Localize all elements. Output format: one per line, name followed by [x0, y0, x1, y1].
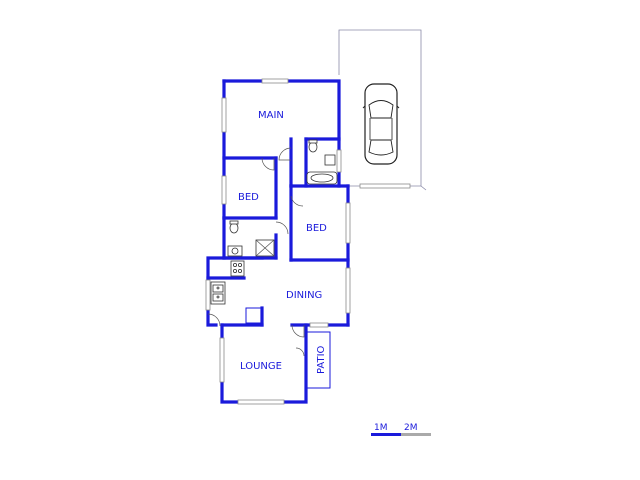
room-label-main: MAIN [258, 110, 284, 121]
windows [205, 78, 411, 405]
room-label-lounge: LOUNGE [240, 361, 282, 372]
scale-label-2m: 2M [404, 423, 418, 433]
car-icon [362, 83, 400, 165]
room-label-dining: DINING [286, 290, 322, 301]
room-label-patio: PATIO [316, 345, 327, 374]
room-label-bed-right: BED [306, 223, 327, 234]
walls [206, 79, 350, 404]
scale-label-1m: 1M [374, 423, 388, 433]
bathroom-fixtures [227, 139, 338, 257]
doors [207, 147, 305, 357]
patio-outline [306, 331, 331, 389]
kitchen-fixtures [210, 260, 245, 305]
scale-bar: 1M 2M [371, 423, 431, 436]
room-label-bed-top: BED [238, 192, 259, 203]
